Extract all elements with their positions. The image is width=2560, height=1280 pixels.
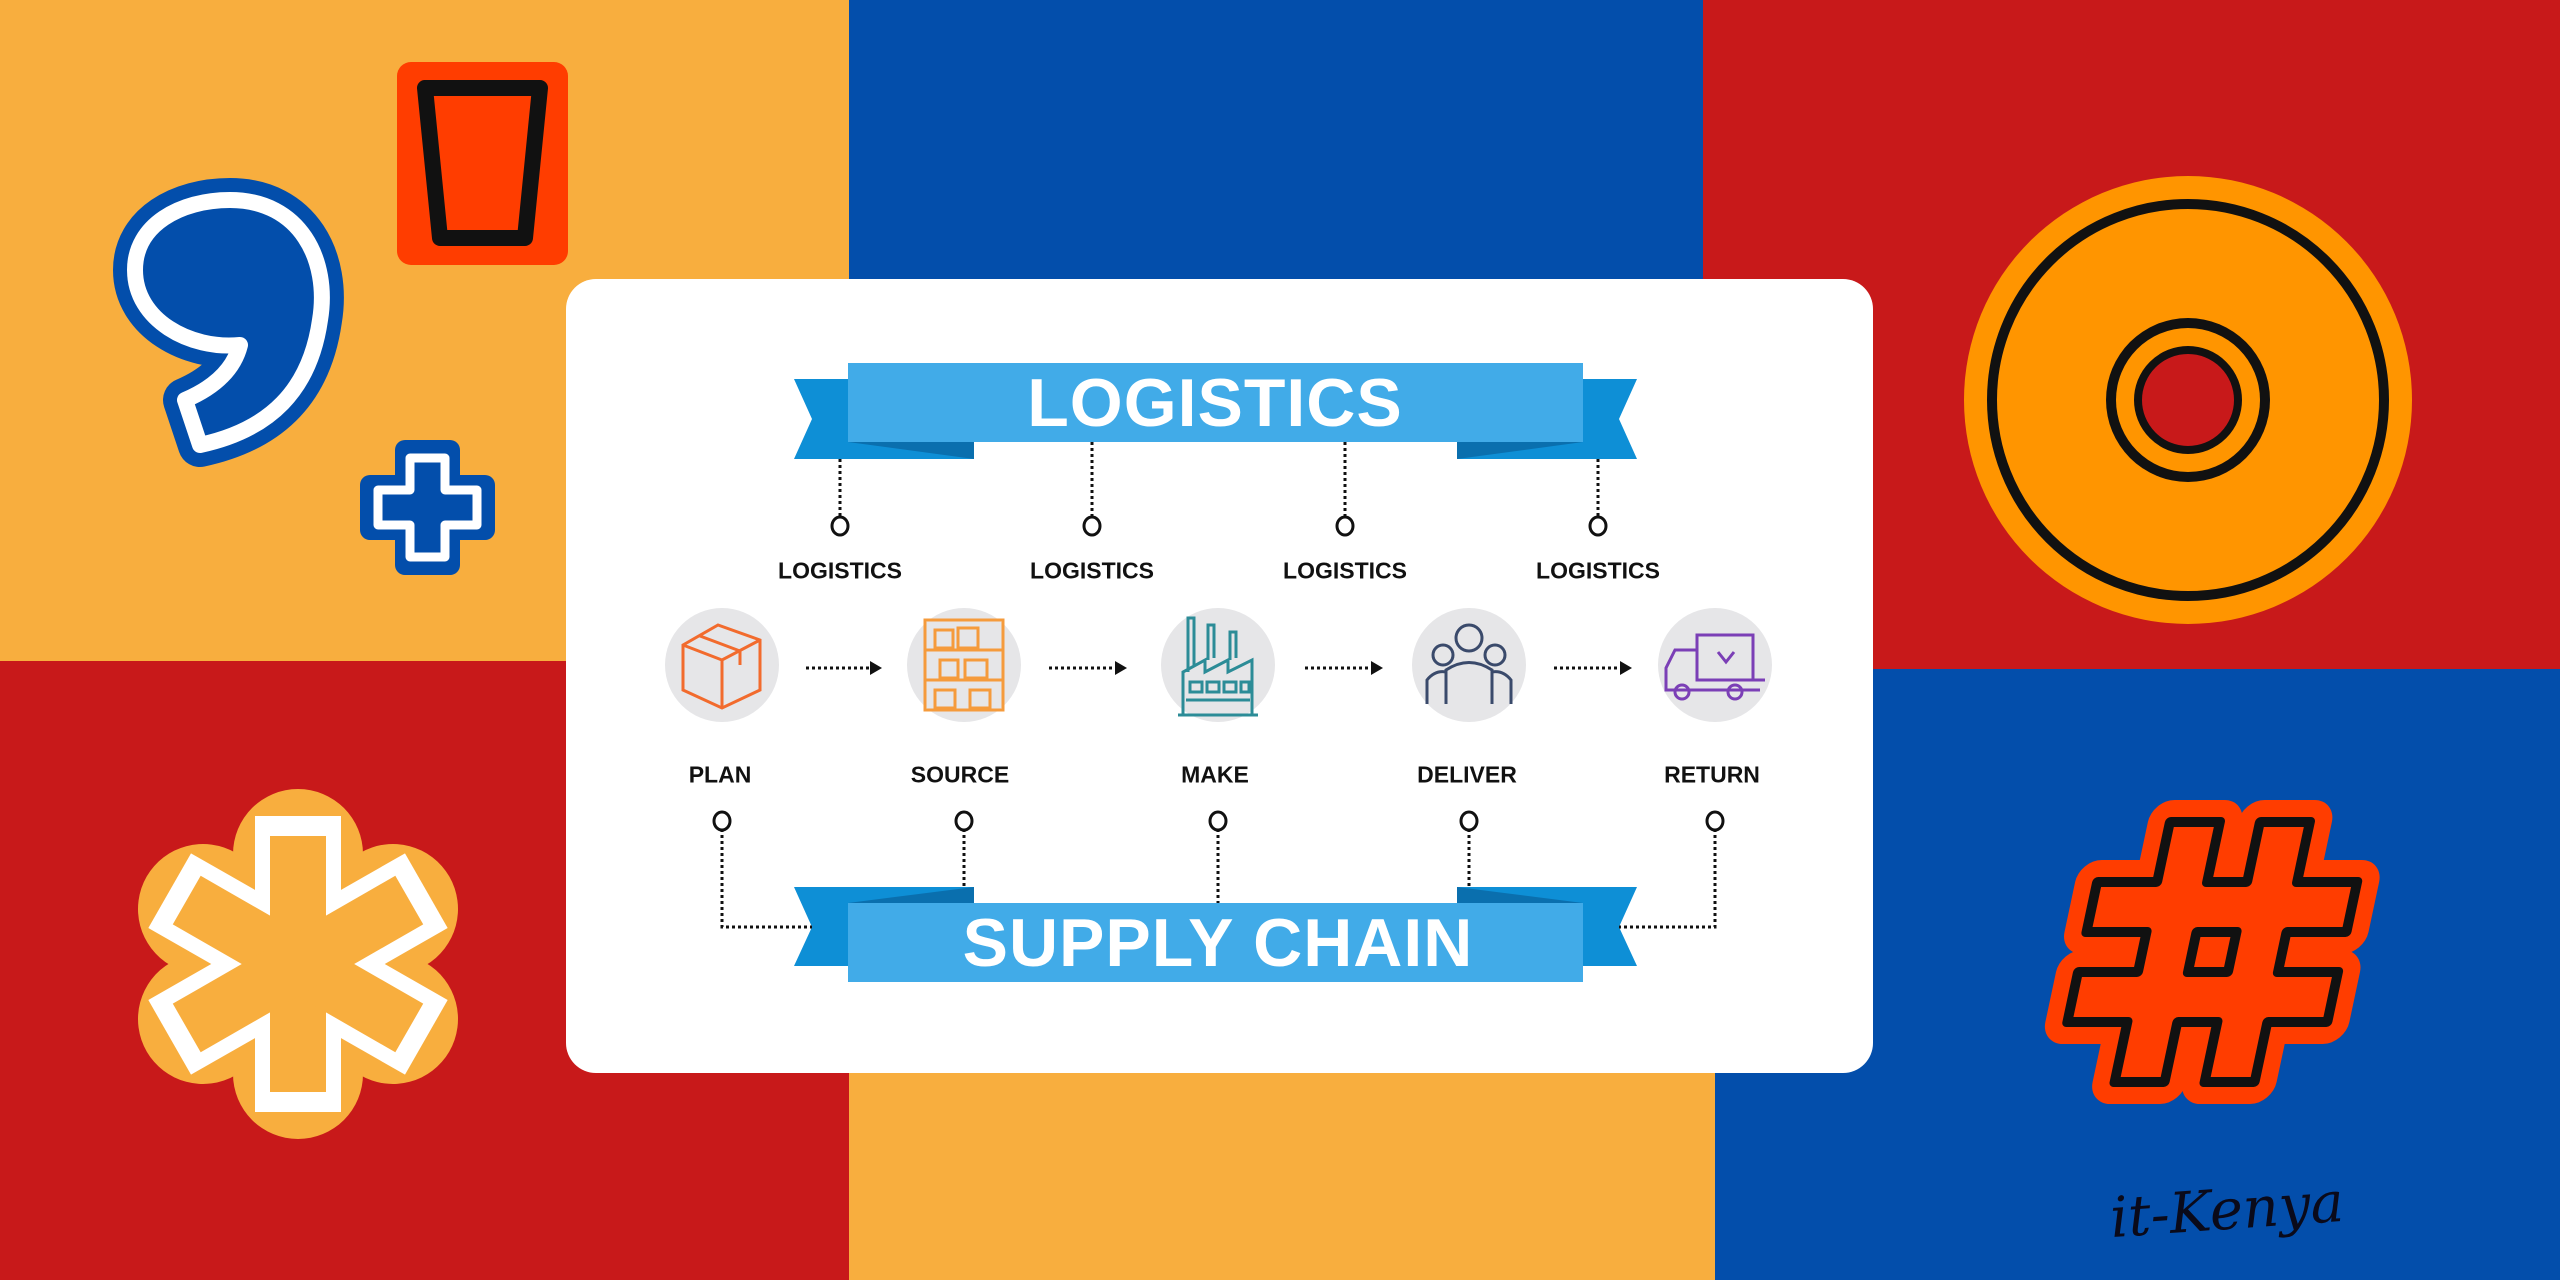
bottom-banner-title: SUPPLY CHAIN <box>962 905 1474 981</box>
comma-icon <box>113 178 344 467</box>
people-icon <box>1425 623 1513 704</box>
truck-icon <box>1664 633 1765 701</box>
logistics-label: LOGISTICS <box>1030 557 1154 584</box>
box-icon <box>681 623 762 710</box>
shelves-icon <box>923 618 1005 712</box>
step-label-make: MAKE <box>1181 761 1249 788</box>
logistics-label: LOGISTICS <box>778 557 902 584</box>
bg-bottom-middle <box>849 1069 1715 1280</box>
connector-nodes <box>712 515 1725 832</box>
step-label-plan: PLAN <box>688 761 752 788</box>
step-label-source: SOURCE <box>910 761 1010 788</box>
plus-icon <box>360 440 495 575</box>
step-label-deliver: DELIVER <box>1417 761 1517 788</box>
step-label-return: RETURN <box>1664 761 1760 788</box>
flow-arrows <box>806 661 1632 675</box>
bottom-banner <box>794 887 1637 982</box>
logistics-label: LOGISTICS <box>1536 557 1660 584</box>
ring-icon <box>1964 176 2412 624</box>
bucket-icon <box>397 62 568 265</box>
hash-icon <box>2044 800 2380 1104</box>
top-banner-title: LOGISTICS <box>1027 365 1403 441</box>
asterisk-icon <box>138 789 458 1139</box>
factory-icon <box>1178 616 1258 717</box>
logistics-label: LOGISTICS <box>1283 557 1407 584</box>
connector-lines <box>720 442 1717 929</box>
top-banner <box>794 363 1637 459</box>
